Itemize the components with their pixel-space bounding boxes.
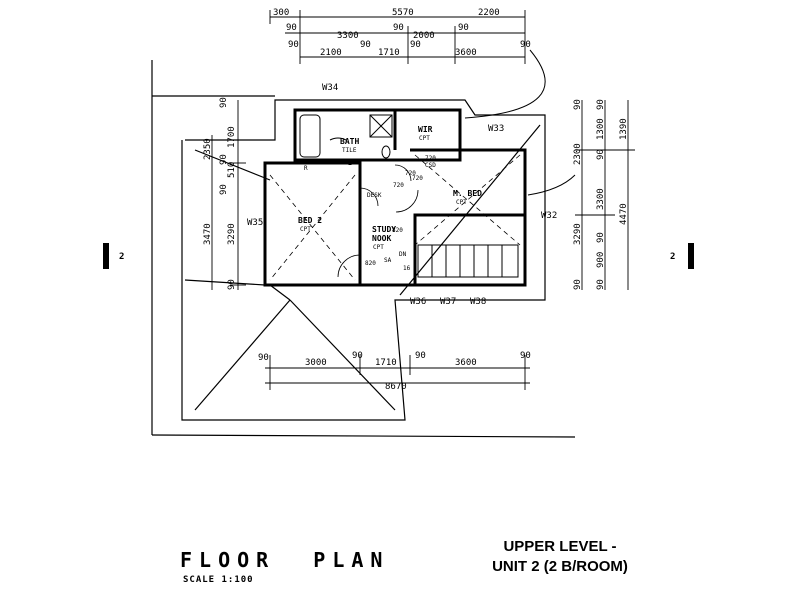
section-markers [103, 243, 694, 269]
dim-text: 5570 [392, 8, 414, 18]
dim-text: 90 [352, 351, 363, 361]
room-label-wir: WIR [418, 125, 433, 134]
dim-text: 900 [596, 252, 606, 268]
door-tag: 820 [365, 260, 376, 267]
dim-text: 90 [258, 353, 269, 363]
dim-text: 4470 [619, 203, 629, 225]
dim-text: 90 [360, 40, 371, 50]
window-tag-w37: W37 [440, 297, 456, 307]
dim-text: 90 [596, 232, 606, 243]
level-caption-line1: UPPER LEVEL - [503, 538, 617, 555]
room-finish-bath: TILE [342, 147, 357, 154]
dim-text: 3470 [203, 223, 213, 245]
dim-text: 3000 [305, 358, 327, 368]
dim-text: 3290 [227, 223, 237, 245]
section-label-left: 2 [119, 252, 124, 262]
door-tag: 720 [393, 182, 404, 189]
room-finish-mbed: CPT [456, 199, 467, 206]
dim-text: 2000 [413, 31, 435, 41]
dim-text: 1710 [375, 358, 397, 368]
door-tag: 720 [405, 170, 416, 177]
dim-text: 3600 [455, 358, 477, 368]
dim-text: 90 [410, 40, 421, 50]
dim-text: 2100 [320, 48, 342, 58]
dim-text: 1390 [619, 118, 629, 140]
dim-text: 90 [393, 23, 404, 33]
room-finish-wir: CPT [419, 135, 430, 142]
window-tag-w36: W36 [410, 297, 426, 307]
door-tag: CSD [425, 162, 436, 169]
dim-text: 2200 [478, 8, 500, 18]
door-swings [337, 164, 419, 278]
dim-text: 90 [596, 279, 606, 290]
window-tag-w38: W38 [470, 297, 486, 307]
dim-text: 90 [227, 279, 237, 290]
dim-text: 90 [288, 40, 299, 50]
dn-label: DN [399, 251, 407, 258]
dimension-lines [211, 10, 635, 390]
door-tag: 16 [403, 265, 411, 272]
hip-lines [269, 154, 521, 281]
dim-text: 510 [227, 162, 237, 178]
window-tag-w34: W34 [322, 83, 338, 93]
desk-label: DESK [367, 192, 382, 199]
door-tag: 720 [412, 175, 423, 182]
window-tag-w32: W32 [541, 211, 557, 221]
dim-text: 3300 [596, 188, 606, 210]
dim-text: 90 [219, 154, 229, 165]
level-caption-line2: UNIT 2 (2 B/ROOM) [492, 558, 628, 575]
dim-text: 90 [596, 149, 606, 160]
dim-text: 90 [596, 99, 606, 110]
bath-fixtures [299, 114, 393, 159]
dim-text: 2350 [203, 138, 213, 160]
room-label-mbed: M. BED [453, 189, 482, 198]
room-label-bed2: BED 2 [298, 216, 322, 225]
stairs [417, 244, 519, 278]
roof-outline [151, 60, 576, 438]
sa-label: SA [384, 257, 392, 264]
section-label-right: 2 [670, 252, 675, 262]
dim-text: 90 [573, 99, 583, 110]
window-tag-w35: W35 [247, 218, 263, 228]
dim-text: 90 [520, 40, 531, 50]
room-finish-bed2: CPT [300, 226, 311, 233]
level-caption: UPPER LEVEL - UNIT 2 (2 B/ROOM) [470, 537, 650, 577]
dim-text: 1300 [596, 118, 606, 140]
dim-text: 2300 [573, 143, 583, 165]
scale-label: SCALE 1:100 [183, 575, 254, 585]
leader-lines [464, 49, 576, 196]
room-finish-study: CPT [373, 244, 384, 251]
room-label-bath: BATH [340, 137, 359, 146]
dim-text: 3600 [455, 48, 477, 58]
dim-text: 90 [415, 351, 426, 361]
dim-text: 90 [458, 23, 469, 33]
window-tag-w33: W33 [488, 124, 504, 134]
room-label-nook: NOOK [372, 234, 391, 243]
drawing-title: FLOOR PLAN [180, 548, 390, 572]
dim-text: 300 [273, 8, 289, 18]
dim-text: 1710 [378, 48, 400, 58]
dim-text: 3300 [337, 31, 359, 41]
dim-text: 1700 [227, 126, 237, 148]
dim-text: 90 [219, 97, 229, 108]
walls [263, 108, 527, 287]
door-tag: 820 [392, 227, 403, 234]
room-label-study: STUDY [372, 225, 396, 234]
dim-text: 90 [573, 279, 583, 290]
dim-text: 90 [219, 184, 229, 195]
dim-text: 90 [520, 351, 531, 361]
dim-text: 3290 [573, 223, 583, 245]
r-label: R [304, 165, 308, 172]
dim-text: 90 [286, 23, 297, 33]
dim-text: 8670 [385, 382, 407, 392]
door-tag: 720 [425, 155, 436, 162]
